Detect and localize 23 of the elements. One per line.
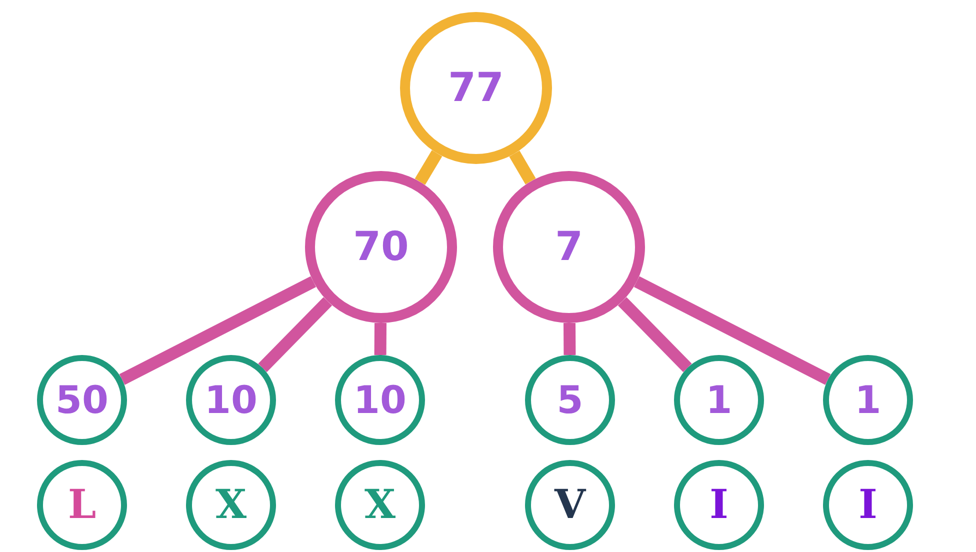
- number-value: 77: [448, 68, 504, 108]
- number-value: 10: [204, 381, 258, 419]
- roman-numeral: I: [710, 485, 728, 525]
- number-value: 50: [56, 381, 108, 419]
- roman-numeral: X: [364, 485, 396, 525]
- roman-numeral: V: [554, 485, 586, 525]
- connector-line: [414, 150, 442, 185]
- roman-numeral: I: [858, 485, 878, 525]
- number-value: 1: [854, 381, 882, 419]
- number-value: 10: [354, 381, 406, 419]
- connector-line: [509, 150, 536, 184]
- connector-line: [374, 322, 386, 356]
- number-value: 7: [555, 227, 583, 267]
- connector-line: [618, 297, 692, 372]
- roman-numeral: X: [215, 485, 247, 525]
- number-value: 1: [706, 381, 732, 419]
- connector-line: [258, 297, 332, 372]
- connector-line: [564, 322, 576, 356]
- number-value: 5: [556, 381, 584, 419]
- connector-line: [119, 276, 316, 385]
- connector-line: [634, 276, 831, 385]
- roman-numeral: L: [68, 485, 96, 525]
- number-value: 70: [353, 227, 409, 267]
